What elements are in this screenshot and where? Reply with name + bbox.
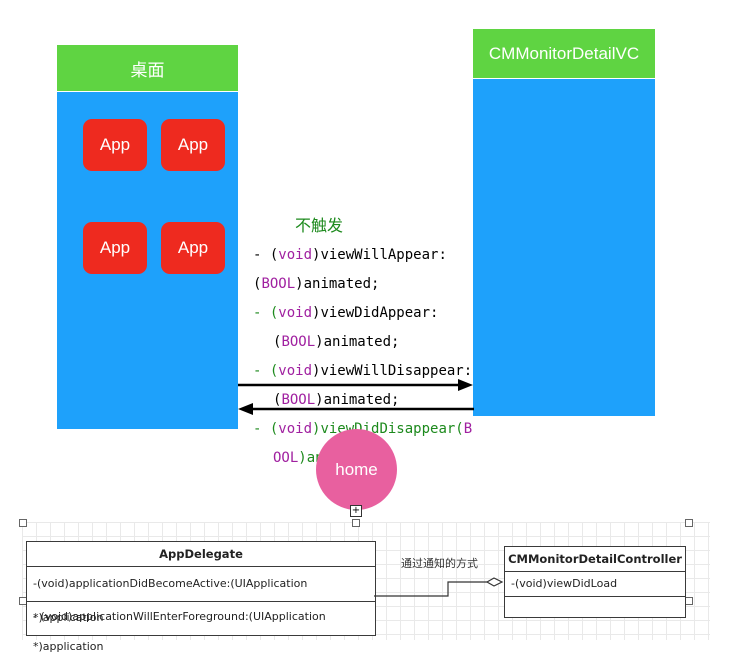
home-button[interactable]: home — [316, 429, 397, 510]
detail-vc-panel — [473, 79, 655, 416]
resize-handle[interactable] — [685, 519, 693, 527]
code-line: - (void)viewDidAppear: — [253, 304, 439, 321]
code-line: (BOOL)animated; — [273, 391, 400, 408]
app-icon[interactable]: App — [161, 222, 225, 274]
method-row: - (void)applicationWillEnterForeground:(… — [33, 610, 326, 653]
app-icon[interactable]: App — [83, 222, 147, 274]
not-triggered-label: 不触发 — [295, 216, 344, 235]
resize-handle[interactable] — [19, 519, 27, 527]
empty-row — [505, 597, 685, 617]
code-line: - (void)viewWillAppear: — [253, 246, 447, 263]
detail-vc-title: CMMonitorDetailVC — [488, 43, 640, 63]
class-title: CMMonitorDetailController — [505, 547, 685, 572]
class-title: AppDelegate — [27, 542, 375, 567]
desktop-title: 桌面 — [130, 60, 165, 80]
method-row: -(void)applicationDidBecomeActive:(UIApp… — [27, 567, 375, 624]
desktop-header: 桌面 — [57, 45, 238, 91]
code-line: - (void)viewWillDisappear: — [253, 362, 473, 379]
detail-vc-header: CMMonitorDetailVC — [473, 29, 655, 78]
code-line: (BOOL)animated; — [273, 333, 400, 350]
app-icon[interactable]: App — [83, 119, 147, 171]
expand-icon[interactable]: + — [350, 505, 362, 517]
resize-handle[interactable] — [685, 597, 693, 605]
lifecycle-methods-note: - (void)viewWillAppear: (BOOL)animated; … — [253, 233, 472, 480]
forward-arrow — [238, 379, 473, 391]
code-line: (BOOL)animated; — [253, 275, 380, 292]
resize-handle[interactable] — [352, 519, 360, 527]
app-icon[interactable]: App — [161, 119, 225, 171]
connector-label: 通过通知的方式 — [401, 557, 478, 570]
method-row: -(void)viewDidLoad — [505, 572, 685, 597]
back-arrow — [238, 403, 474, 415]
app-delegate-class[interactable]: AppDelegate -(void)applicationDidBecomeA… — [26, 541, 376, 653]
aggregation-connector — [374, 577, 504, 597]
detail-controller-class[interactable]: CMMonitorDetailController -(void)viewDid… — [504, 546, 686, 618]
transition-arrows — [238, 379, 474, 415]
